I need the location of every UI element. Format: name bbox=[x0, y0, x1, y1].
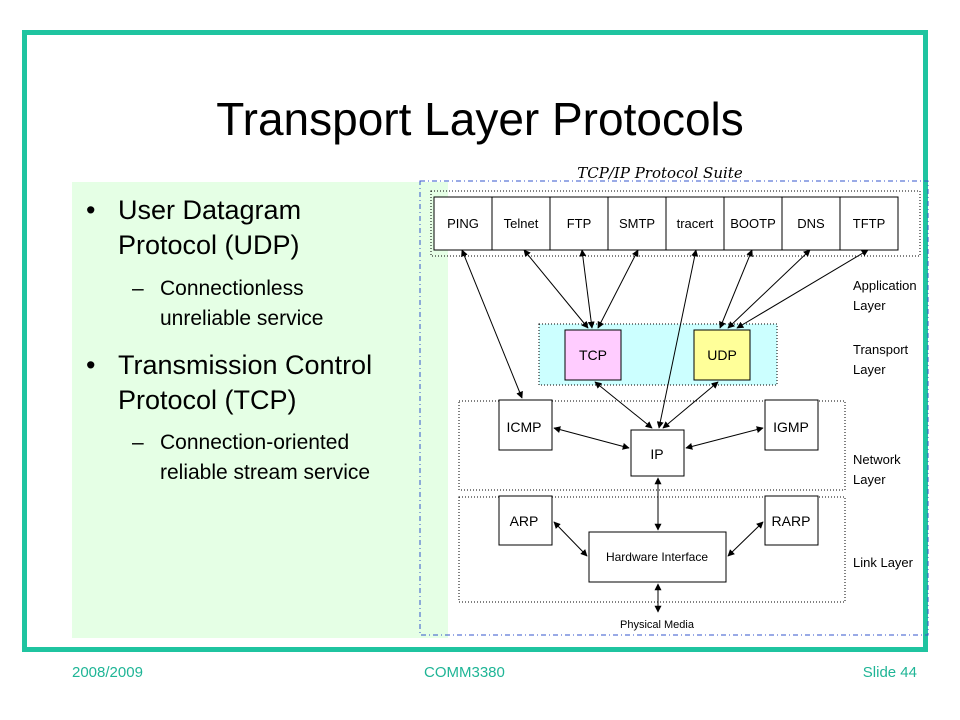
physical-media-label: Physical Media bbox=[620, 619, 695, 631]
arrow-bootp-udp bbox=[719, 249, 753, 329]
arp-box bbox=[498, 495, 553, 546]
app-protocol-label: DNS bbox=[797, 216, 825, 231]
bullet-dot: • bbox=[86, 195, 96, 225]
bullet-line: Protocol (TCP) bbox=[118, 385, 297, 415]
sub-bullet-udp: – Connectionless unreliable service bbox=[132, 274, 324, 334]
slide-title: Transport Layer Protocols bbox=[216, 93, 744, 145]
arrow-smtp-tcp bbox=[597, 249, 639, 329]
ip-label: IP bbox=[650, 446, 663, 462]
bullet-dot: • bbox=[86, 350, 96, 380]
app-protocol-label: Telnet bbox=[504, 216, 539, 231]
arrow-telnet-tcp bbox=[523, 249, 589, 329]
hardware-interface-label: Hardware Interface bbox=[606, 550, 708, 564]
sub-line: Connectionless bbox=[160, 277, 304, 300]
icmp-box bbox=[498, 399, 553, 451]
arrow-tcp-ip bbox=[594, 381, 653, 429]
arrow-arp-hardware bbox=[553, 521, 588, 557]
arrow-udp-ip bbox=[662, 381, 719, 429]
app-protocol-label: TFTP bbox=[853, 216, 886, 231]
bullet-tcp: • Transmission Control Protocol (TCP) bbox=[86, 348, 373, 418]
app-protocol-label: PING bbox=[447, 216, 479, 231]
sub-dash: – bbox=[132, 277, 144, 300]
application-layer-label: Application Layer bbox=[853, 278, 920, 313]
footer-date: 2008/2009 bbox=[72, 664, 143, 681]
app-protocol-label: BOOTP bbox=[730, 216, 776, 231]
sub-bullet-tcp: – Connection-oriented reliable stream se… bbox=[132, 428, 371, 488]
footer-course: COMM3380 bbox=[424, 664, 505, 681]
app-protocol-box bbox=[839, 196, 899, 251]
arrow-icmp-ip bbox=[553, 426, 630, 450]
sub-dash: – bbox=[132, 431, 144, 454]
arrow-hardware-rarp bbox=[727, 521, 764, 557]
app-protocol-box bbox=[491, 196, 551, 251]
app-protocol-box bbox=[549, 196, 609, 251]
arp-label: ARP bbox=[510, 513, 539, 529]
arrow-ftp-tcp bbox=[579, 249, 595, 329]
app-protocol-label: FTP bbox=[567, 216, 592, 231]
bullet-udp: • User Datagram Protocol (UDP) bbox=[86, 193, 302, 263]
slide-frame bbox=[22, 30, 928, 652]
arrow-ip-igmp bbox=[685, 426, 764, 450]
bullet-line: Protocol (UDP) bbox=[118, 230, 300, 260]
bullet-line: User Datagram bbox=[118, 195, 302, 225]
app-protocol-box bbox=[607, 196, 667, 251]
app-protocol-box bbox=[781, 196, 841, 251]
link-layer-label: Link Layer bbox=[853, 555, 914, 570]
igmp-box bbox=[764, 399, 819, 451]
udp-box bbox=[693, 329, 751, 381]
app-protocol-label: tracert bbox=[677, 216, 714, 231]
bullet-line: Transmission Control bbox=[118, 350, 373, 380]
tcp-box bbox=[564, 329, 622, 381]
transport-layer-label: Transport Layer bbox=[853, 342, 912, 377]
icmp-label: ICMP bbox=[507, 419, 542, 435]
app-protocol-box bbox=[723, 196, 783, 251]
footer-slide-number: Slide 44 bbox=[862, 664, 917, 681]
igmp-label: IGMP bbox=[773, 419, 809, 435]
hardware-interface-box bbox=[588, 531, 727, 583]
suite-boundary bbox=[419, 180, 929, 636]
app-protocol-label: SMTP bbox=[619, 216, 655, 231]
arrow-ping-icmp bbox=[461, 249, 523, 399]
link-band bbox=[458, 496, 846, 603]
rarp-label: RARP bbox=[772, 513, 811, 529]
udp-label: UDP bbox=[707, 347, 737, 363]
arrow-dns-udp bbox=[727, 249, 811, 329]
sub-line: reliable stream service bbox=[160, 461, 371, 484]
connection-arrows bbox=[461, 249, 869, 613]
tcp-label: TCP bbox=[579, 347, 607, 363]
sub-line: unreliable service bbox=[160, 307, 324, 330]
network-layer-label: Network Layer bbox=[853, 452, 904, 487]
application-protocols: PING Telnet FTP SMTP tracert BOOTP DNS TFTP bbox=[433, 196, 899, 251]
suite-title: TCP/IP Protocol Suite bbox=[577, 164, 743, 182]
sub-line: Connection-oriented bbox=[160, 431, 350, 454]
rarp-box bbox=[764, 495, 819, 546]
bullet-panel bbox=[72, 182, 448, 638]
arrow-tftp-udp bbox=[736, 249, 869, 329]
ip-box bbox=[630, 429, 685, 477]
